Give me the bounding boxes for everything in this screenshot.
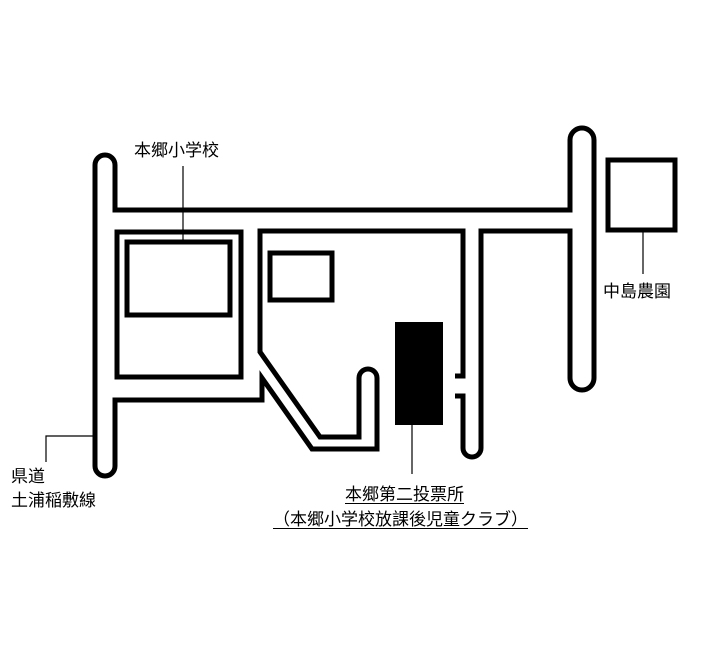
school-block xyxy=(114,229,244,380)
polling-station-label: 本郷第二投票所 xyxy=(345,485,464,505)
prefectural-road-label-line2: 土浦稲敷線 xyxy=(11,491,96,511)
prefectural-road xyxy=(92,125,597,479)
polling-station-building[interactable] xyxy=(395,322,443,425)
school-label: 本郷小学校 xyxy=(134,141,219,161)
road-leader-line xyxy=(45,435,95,462)
farm-building xyxy=(605,157,678,233)
school-building xyxy=(124,239,233,318)
farm-label: 中島農園 xyxy=(603,282,671,302)
polling-station-sublabel: （本郷小学校放課後児童クラブ） xyxy=(273,510,528,530)
prefectural-road-label-line1: 県道 xyxy=(11,467,45,487)
middle-building xyxy=(267,250,335,303)
